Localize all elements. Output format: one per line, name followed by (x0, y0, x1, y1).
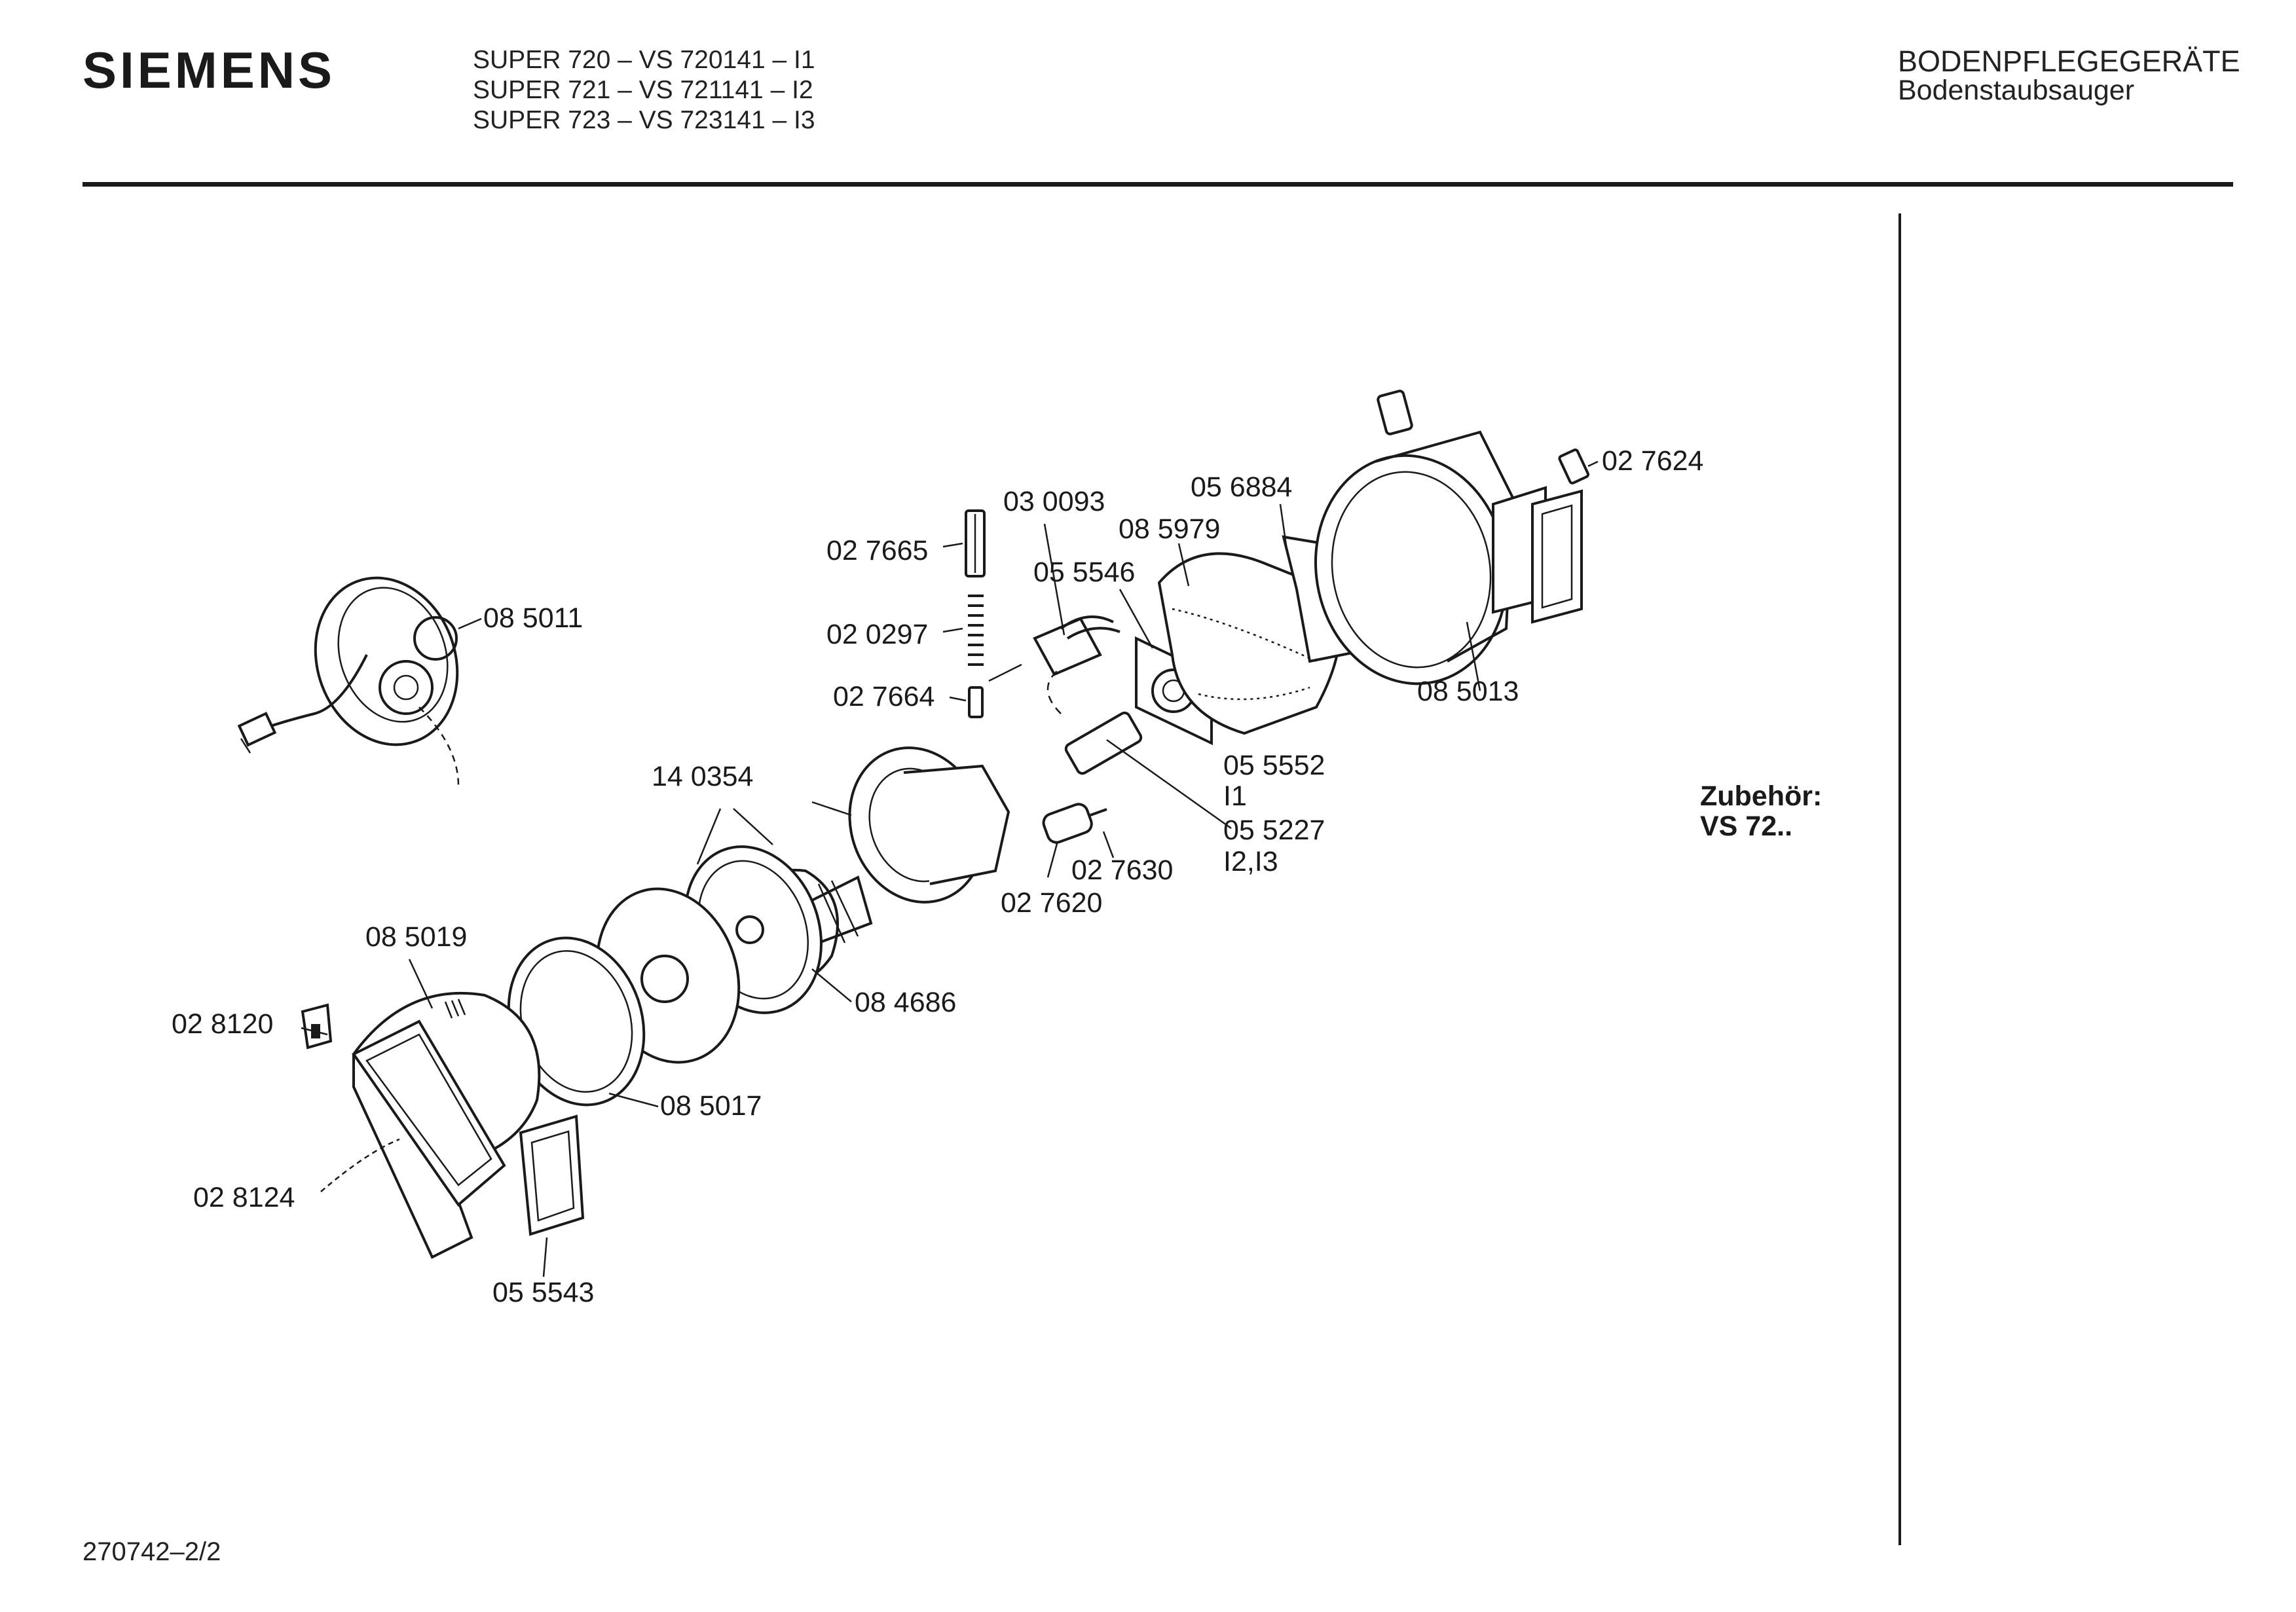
cord-reel-part (237, 576, 460, 786)
front-housing-part (352, 992, 541, 1259)
brand-logo: SIEMENS (83, 41, 336, 99)
side-divider (1898, 213, 1901, 1545)
part-label-084686: 08 4686 (855, 987, 956, 1018)
variant-label-i2-i3: I2,I3 (1223, 846, 1278, 877)
connector-part (1042, 803, 1107, 844)
cartridge-part (1046, 667, 1143, 775)
category-subtitle: Bodenstaubsauger (1898, 75, 2135, 106)
accessories-item: VS 72.. (1700, 811, 1793, 842)
model-line-1: SUPER 720 – VS 720141 – I1 (473, 46, 815, 74)
rear-housing-part (1314, 390, 1515, 686)
model-line-2: SUPER 721 – VS 721141 – I2 (473, 76, 813, 104)
part-label-027624: 02 7624 (1602, 445, 1703, 477)
part-label-027664: 02 7664 (833, 681, 935, 712)
category-title: BODENPFLEGEGERÄTE (1898, 45, 2240, 78)
switch-button-part (965, 509, 986, 577)
spring-part (968, 595, 984, 666)
part-label-027630: 02 7630 (1071, 854, 1173, 886)
part-label-028124: 02 8124 (193, 1182, 295, 1213)
leader-lines (301, 460, 1599, 1277)
part-label-085979: 08 5979 (1119, 513, 1220, 545)
exhaust-filter-part (1492, 449, 1589, 624)
part-label-028120: 02 8120 (172, 1008, 273, 1040)
part-label-085019: 08 5019 (365, 921, 467, 953)
part-label-085017: 08 5017 (660, 1090, 762, 1122)
part-label-085011: 08 5011 (483, 602, 583, 634)
motor-part (719, 746, 1010, 987)
accessories-title: Zubehör: (1700, 780, 1823, 812)
part-label-030093: 03 0093 (1003, 486, 1105, 517)
switch-pin-part (968, 686, 984, 718)
header-divider (83, 182, 2233, 187)
part-label-027665: 02 7665 (826, 535, 928, 566)
part-label-055546: 05 5546 (1033, 557, 1135, 588)
part-label-055543: 05 5543 (492, 1277, 594, 1308)
part-label-027620: 02 7620 (1001, 887, 1102, 919)
part-label-055227: 05 5227 (1223, 815, 1325, 846)
part-label-140354: 14 0354 (652, 761, 753, 792)
variant-label-i1: I1 (1223, 780, 1247, 812)
electronic-module-part (988, 615, 1120, 682)
model-line-3: SUPER 723 – VS 723141 – I3 (473, 106, 815, 134)
part-label-056884: 05 6884 (1191, 471, 1292, 503)
inlet-filter-part (519, 1114, 585, 1236)
clip-part (301, 1003, 333, 1050)
part-label-085013: 08 5013 (1417, 676, 1519, 707)
part-label-055552: 05 5552 (1223, 750, 1325, 781)
part-label-020297: 02 0297 (826, 619, 928, 650)
drawing-code: 270742–2/2 (83, 1537, 221, 1566)
intermediate-shell-part (507, 887, 741, 1107)
